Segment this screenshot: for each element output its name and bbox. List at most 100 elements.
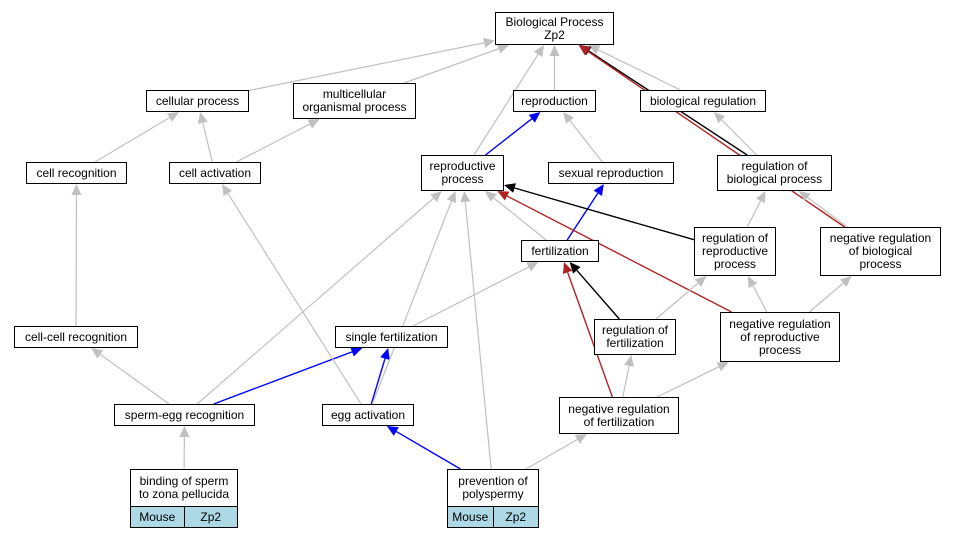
edge-prevention_polyspermy-to-neg_reg_fertilization	[525, 438, 578, 470]
edge-arrowhead	[528, 112, 541, 123]
node-label: cellular process	[155, 93, 240, 108]
node-label: prevention of	[458, 474, 528, 488]
edge-arrowhead	[485, 191, 497, 202]
edge-egg_activation-to-single_fertilization	[370, 358, 386, 405]
node-label: process	[859, 257, 902, 271]
edge-sperm_egg_recognition-to-single_fertilization	[213, 351, 353, 405]
edge-arrowhead	[578, 45, 591, 56]
edge-fertilization-to-sexual_reproduction	[566, 192, 599, 241]
node-biological-regulation[interactable]: biological regulation	[640, 90, 766, 112]
node-label: of biological	[848, 244, 913, 258]
gene-tag-zp2[interactable]: Zp2	[492, 507, 538, 527]
node-label: negative regulation	[829, 231, 932, 245]
edge-neg_reg_bio_process-to-bp	[587, 50, 846, 228]
node-label: to zona pellucida	[138, 487, 230, 501]
node-label: single fertilization	[345, 329, 438, 344]
edge-cell_activation-to-cellular_process	[202, 122, 213, 163]
node-label: of reproductive	[740, 329, 820, 344]
node-label: sexual reproduction	[558, 165, 664, 180]
node-label: regulation of	[601, 323, 669, 337]
edge-arrowhead	[380, 348, 390, 360]
edge-arrowhead	[569, 262, 581, 274]
edge-neg_reg_repro_process-to-neg_reg_bio_process	[808, 282, 844, 313]
edge-arrowhead	[496, 44, 509, 54]
species-tag-mouse[interactable]: Mouse	[131, 507, 184, 527]
edge-neg_reg_repro_process-to-reg_repro_process	[752, 285, 768, 313]
edge-arrowhead	[350, 347, 363, 357]
edge-arrowhead	[694, 276, 707, 287]
node-label: egg activation	[330, 407, 406, 422]
edge-arrowhead	[713, 112, 726, 124]
edge-arrowhead	[307, 119, 320, 129]
node-label: regulation of	[741, 159, 808, 173]
node-sexual-reproduction[interactable]: sexual reproduction	[548, 162, 674, 184]
edge-arrowhead	[716, 362, 729, 372]
edge-arrowhead	[624, 355, 635, 367]
node-label: fertilization	[606, 336, 664, 350]
edge-reg_fertilization-to-reg_repro_process	[655, 282, 699, 320]
edge-arrowhead	[179, 426, 190, 438]
node-label: of fertilization	[583, 414, 655, 429]
edge-sperm_egg_recognition-to-reproductive_process	[196, 197, 434, 405]
edge-egg_activation-to-cell_activation	[227, 192, 362, 405]
edge-arrowhead	[91, 348, 104, 359]
edge-sexual_reproduction-to-reproduction	[569, 120, 603, 163]
node-label: multicellular	[322, 87, 387, 101]
node-sperm-egg-recognition[interactable]: sperm-egg recognition	[114, 404, 255, 426]
edge-arrowhead	[221, 184, 233, 196]
node-label: binding of sperm	[139, 474, 229, 488]
node-reproduction[interactable]: reproduction	[513, 90, 596, 112]
edge-single_fertilization-to-fertilization	[412, 266, 529, 327]
node-label: Biological Process	[505, 14, 604, 29]
edge-multicellular-to-bp	[403, 48, 499, 84]
node-cellular-process[interactable]: cellular process	[146, 90, 249, 112]
edge-arrowhead	[756, 191, 766, 204]
edge-arrowhead	[197, 112, 208, 124]
node-label: process	[713, 257, 756, 271]
node-label: polyspermy	[462, 487, 524, 501]
annotation-tag-row: Mouse Zp2	[447, 506, 539, 528]
species-tag-mouse[interactable]: Mouse	[448, 507, 493, 527]
node-label: process	[758, 342, 801, 357]
edge-arrowhead	[747, 276, 758, 289]
edge-reg_fertilization-to-fertilization	[576, 269, 620, 320]
edge-cell_recognition-to-cellular_process	[94, 117, 170, 163]
node-label: biological process	[726, 172, 823, 186]
edge-egg_activation-to-reproductive_process	[371, 201, 453, 405]
node-single-fertilization[interactable]: single fertilization	[335, 326, 448, 348]
node-label: organismal process	[302, 100, 407, 114]
node-label: cell-cell recognition	[24, 329, 128, 344]
node-label: sperm-egg recognition	[124, 407, 245, 422]
edge-arrowhead	[593, 184, 604, 196]
node-label: biological regulation	[649, 93, 757, 108]
edge-arrowhead	[430, 191, 442, 202]
edge-arrowhead	[840, 276, 852, 287]
edge-arrowhead	[562, 262, 573, 275]
node-cell-cell-recognition[interactable]: cell-cell recognition	[14, 326, 138, 348]
node-label: negative regulation	[568, 401, 670, 416]
node-cell-activation[interactable]: cell activation	[169, 162, 261, 184]
gene-tag-zp2[interactable]: Zp2	[183, 507, 237, 527]
node-label: reproduction	[521, 93, 588, 108]
edge-neg_reg_repro_process-to-reproductive_process	[506, 195, 732, 313]
edge-arrowhead	[588, 45, 601, 55]
edge-reproductive_process-to-reproduction	[485, 118, 533, 156]
edge-neg_reg_bio_process-to-reg_bio_process	[807, 197, 848, 228]
edge-reg_bio_process-to-biological_regulation	[721, 119, 758, 156]
node-cell-recognition[interactable]: cell recognition	[26, 162, 127, 184]
node-fertilization[interactable]: fertilization	[521, 240, 599, 262]
node-label: Zp2	[544, 27, 565, 42]
node-egg-activation[interactable]: egg activation	[322, 404, 414, 426]
